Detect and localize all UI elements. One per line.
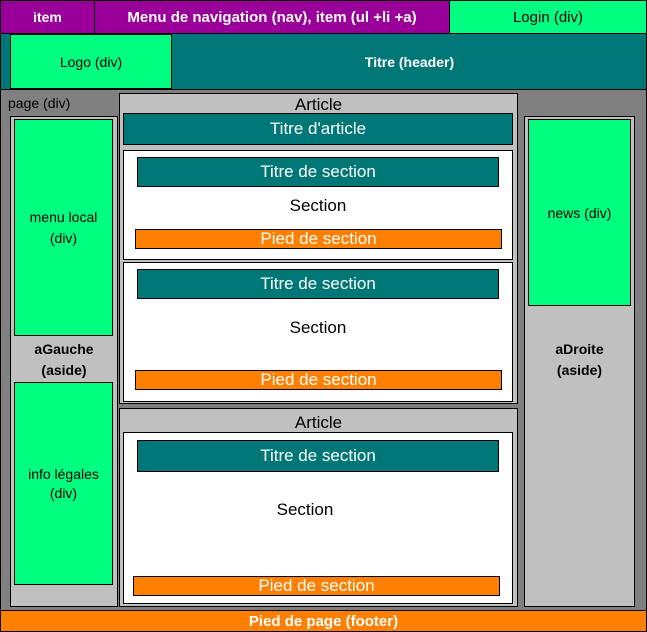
logo-label: Logo (div): [59, 53, 123, 70]
article-1-section-2-footer[interactable]: Pied de section: [135, 370, 502, 390]
article-2-section-1-title[interactable]: Titre de section: [137, 440, 499, 472]
menu-local-box[interactable]: menu local (div): [14, 119, 113, 336]
article-1-section-2-body: Section: [289, 318, 347, 337]
article-1-section-1-footer[interactable]: Pied de section: [135, 229, 502, 249]
page-label: page (div): [8, 95, 71, 111]
login-box[interactable]: Login (div): [449, 0, 647, 34]
article-2-section-1-title-label: Titre de section: [260, 446, 376, 465]
menu-local-label: menu local (div): [29, 208, 98, 246]
article-1-section-1-title[interactable]: Titre de section: [137, 157, 499, 187]
header-title: Titre (header): [364, 53, 455, 70]
news-box[interactable]: news (div): [528, 119, 631, 306]
article-1-section-1-footer-label: Pied de section: [260, 229, 377, 248]
article-1-section-1-body: Section: [289, 196, 347, 215]
right-aside-label: aDroite (aside): [524, 338, 635, 382]
nav-menu[interactable]: Menu de navigation (nav), item (ul +li +…: [94, 0, 450, 34]
article-1-section-2-title[interactable]: Titre de section: [137, 269, 499, 299]
nav-menu-label: Menu de navigation (nav), item (ul +li +…: [127, 8, 417, 26]
left-aside-label: aGauche (aside): [12, 338, 116, 382]
article-2-section-1-footer-label: Pied de section: [258, 576, 375, 595]
nav-item-label: item: [33, 9, 62, 25]
info-legales-box[interactable]: info légales (div): [14, 382, 113, 585]
page-footer-label: Pied de page (footer): [248, 612, 399, 630]
article-1-title-label: Titre d'article: [269, 119, 367, 138]
left-aside-label-text: aGauche (aside): [34, 341, 94, 378]
article-2-label: Article: [294, 413, 343, 432]
right-aside-label-text: aDroite (aside): [555, 341, 604, 378]
info-legales-label: info légales (div): [28, 465, 99, 501]
article-2-section-1-footer[interactable]: Pied de section: [133, 576, 500, 596]
article-1-section-1-title-label: Titre de section: [260, 162, 376, 181]
article-1-section-2-title-label: Titre de section: [260, 274, 376, 293]
login-label: Login (div): [512, 8, 584, 26]
nav-item[interactable]: item: [0, 0, 95, 34]
article-1-title[interactable]: Titre d'article: [123, 113, 513, 145]
article-2-section-1-body: Section: [276, 500, 334, 519]
logo-box[interactable]: Logo (div): [10, 34, 172, 89]
article-1-label: Article: [294, 95, 343, 114]
news-label: news (div): [547, 204, 612, 221]
page-footer: Pied de page (footer): [0, 610, 647, 632]
article-1-section-2-footer-label: Pied de section: [260, 370, 377, 389]
